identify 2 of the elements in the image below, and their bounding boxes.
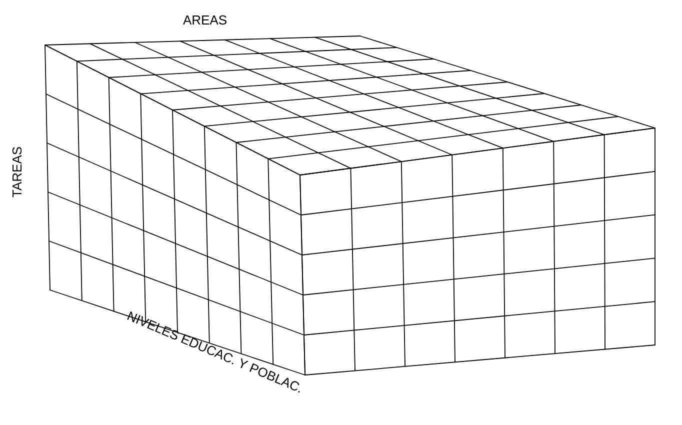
axis-label: TAREAS xyxy=(12,147,22,198)
axis-label: AREAS xyxy=(183,15,226,25)
